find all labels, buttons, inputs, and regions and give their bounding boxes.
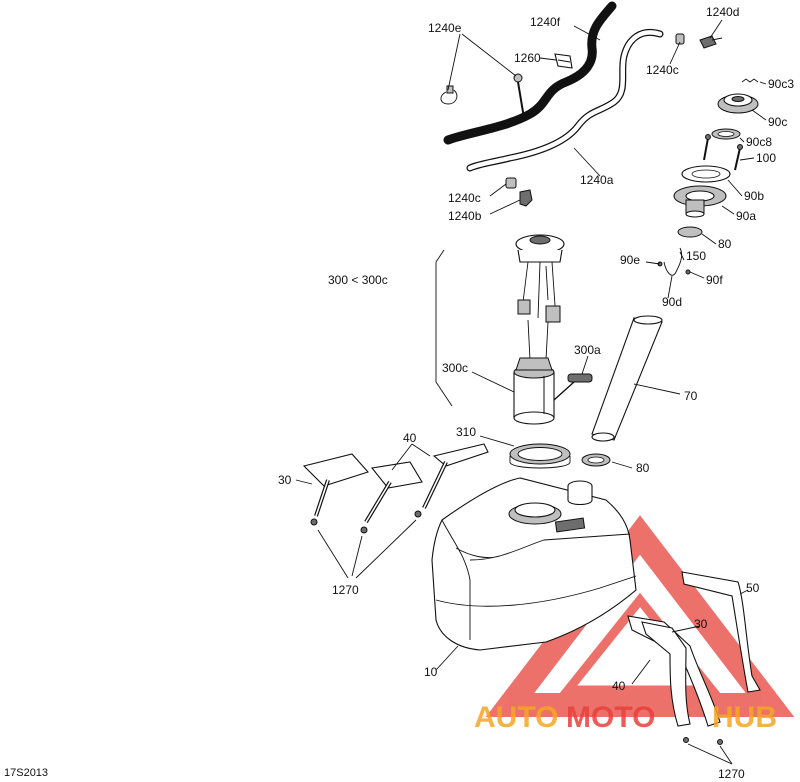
label-300c: 300c (442, 361, 468, 375)
group-bracket-300 (435, 249, 453, 407)
label-1240e: 1240e (428, 21, 462, 35)
label-10: 10 (424, 665, 438, 679)
label-1260: 1260 (514, 51, 541, 65)
label-1240a: 1240a (580, 173, 614, 187)
seal-ring-310 (509, 443, 571, 469)
label-1240f: 1240f (530, 15, 561, 29)
label-90e: 90e (620, 253, 640, 267)
valve-1240b (519, 189, 533, 207)
part-labels: 1240e 1240f 1240d 1260 1240c 90c3 90c 90… (4, 5, 794, 781)
fuel-tank-10 (431, 477, 637, 651)
label-300-group: 300 < 300c (328, 273, 388, 287)
label-1270-right: 1270 (718, 767, 745, 781)
strap-set-left (302, 443, 489, 534)
level-sender-300a (553, 373, 593, 401)
fitting-1240c-mid (505, 177, 517, 189)
label-80-top: 80 (718, 237, 732, 251)
label-310: 310 (456, 425, 476, 439)
label-90b: 90b (744, 189, 764, 203)
vent-valve-rod (513, 73, 525, 119)
pump-canister-300c (513, 357, 555, 425)
label-30-left: 30 (278, 473, 292, 487)
label-300a: 300a (574, 343, 601, 357)
clamp-80-mid (581, 453, 611, 467)
label-1240b: 1240b (448, 209, 482, 223)
label-30-right: 30 (694, 617, 708, 631)
gasket-90c8 (711, 128, 741, 140)
filler-hose-70 (591, 315, 663, 442)
label-90c3: 90c3 (768, 77, 794, 91)
label-90c: 90c (768, 115, 787, 129)
label-70: 70 (684, 389, 698, 403)
watermark-text-hub: HUB (712, 701, 777, 734)
hose-clip-1260 (554, 53, 573, 69)
clamp-80-top (677, 226, 703, 238)
connector-1240d (699, 35, 723, 49)
strap-set-right (627, 571, 761, 745)
label-90a: 90a (736, 209, 756, 223)
spring-90c3 (741, 78, 759, 83)
diagram-code: 17S2013 (4, 767, 48, 779)
vent-tube-outline (466, 29, 664, 172)
label-150: 150 (686, 249, 706, 263)
filler-neck-90a (673, 185, 727, 218)
watermark-text-auto: AUTO (474, 701, 558, 734)
screws-100 (703, 134, 743, 171)
leader-lines (295, 19, 767, 765)
label-90c8: 90c8 (746, 135, 772, 149)
label-1240c-mid: 1240c (448, 191, 481, 205)
label-40-right: 40 (612, 679, 626, 693)
ring-90b (681, 165, 731, 183)
filler-cap-90c (717, 93, 759, 114)
hose-clamp-1240e (440, 85, 458, 105)
label-40-left: 40 (403, 431, 417, 445)
label-1270-left: 1270 (332, 583, 359, 597)
fuel-pump-module-300 (515, 234, 565, 361)
label-80-mid: 80 (636, 461, 650, 475)
label-50: 50 (746, 581, 760, 595)
fitting-1240c-top (675, 33, 685, 45)
label-90f: 90f (706, 273, 723, 287)
label-90d: 90d (662, 295, 682, 309)
watermark-wordmark: AUTO MOTO HUB (474, 701, 777, 734)
label-1240c-top: 1240c (646, 63, 679, 77)
watermark-text-moto: MOTO (566, 701, 655, 734)
label-100: 100 (756, 151, 776, 165)
label-1240d: 1240d (706, 5, 739, 19)
